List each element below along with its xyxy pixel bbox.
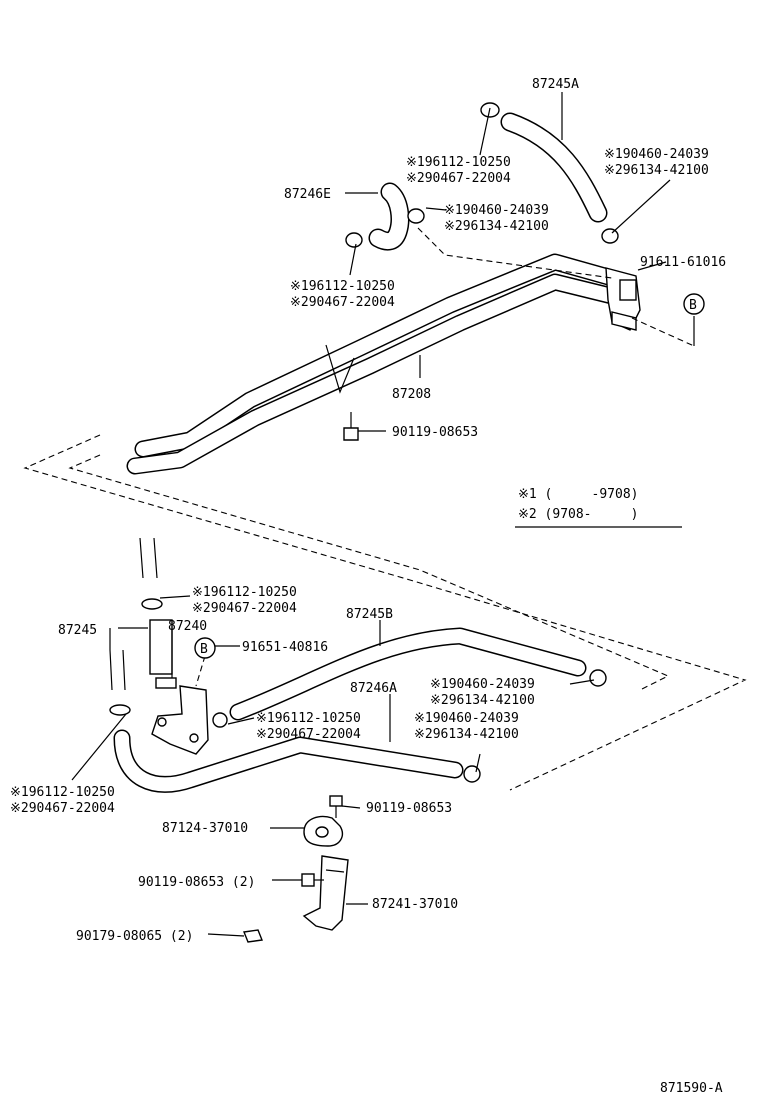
clamp-87245 — [109, 704, 131, 716]
label-90119-top: 90119-08653 — [392, 425, 478, 440]
callout-b-lower-circle — [194, 637, 216, 659]
legend-line-1: ※1 ( -9708) — [518, 487, 638, 502]
label-ref-d2: ※290467-22004 — [290, 295, 395, 310]
label-ref-f2: ※296134-42100 — [430, 693, 535, 708]
bracket-87241 — [302, 855, 349, 931]
label-ref-h1: ※190460-24039 — [414, 711, 519, 726]
dashed-hose-link-top — [417, 227, 613, 279]
hose-87245A — [500, 112, 608, 223]
label-ref-b1: ※190460-24039 — [604, 147, 709, 162]
clamp-87246E-top — [407, 208, 425, 224]
bracket-cap — [155, 677, 177, 689]
label-87241: 87241-37010 — [372, 897, 458, 912]
label-87245: 87245 — [58, 623, 97, 638]
label-ref-c1: ※190460-24039 — [444, 203, 549, 218]
label-ref-h2: ※296134-42100 — [414, 727, 519, 742]
label-90119-pair: 90119-08653 (2) — [138, 875, 255, 890]
clamp-87245A-bottom — [601, 228, 619, 244]
label-87208: 87208 — [392, 387, 431, 402]
clamp-hose-stub — [141, 598, 163, 610]
label-ref-b2: ※296134-42100 — [604, 163, 709, 178]
clamp-87245B-left — [212, 712, 228, 728]
dashed-callout-b-top — [631, 317, 695, 347]
bolt-90119-top — [343, 412, 359, 441]
label-ref-d1: ※196112-10250 — [290, 279, 395, 294]
label-87124: 87124-37010 — [162, 821, 248, 836]
clamp-87124 — [303, 815, 344, 847]
clamp-87245B-right — [589, 669, 607, 687]
label-87246A: 87246A — [350, 681, 397, 696]
label-ref-i2: ※290467-22004 — [10, 801, 115, 816]
label-ref-i1: ※196112-10250 — [10, 785, 115, 800]
pipe-lower-main — [113, 729, 464, 793]
pipe-bracket-right — [605, 267, 641, 331]
dashed-boundary-inner — [68, 454, 670, 691]
label-91651: 91651-40816 — [242, 640, 328, 655]
label-ref-g1: ※196112-10250 — [256, 711, 361, 726]
label-ref-e2: ※290467-22004 — [192, 601, 297, 616]
label-ref-a1: ※196112-10250 — [406, 155, 511, 170]
callout-b-top-label: B — [689, 298, 697, 313]
label-ref-g2: ※290467-22004 — [256, 727, 361, 742]
pipe-87208 — [126, 253, 621, 475]
hose-stub-upper — [139, 537, 158, 579]
label-87245B: 87245B — [346, 607, 393, 622]
dashed-boundary-upper — [23, 434, 747, 791]
label-91611: 91611-61016 — [640, 255, 726, 270]
callout-b-top-circle — [683, 293, 705, 315]
bracket-lower-left — [151, 685, 209, 755]
label-ref-a2: ※290467-22004 — [406, 171, 511, 186]
label-90179: 90179-08065 (2) — [76, 929, 193, 944]
callout-b-lower-label: B — [200, 642, 208, 657]
label-ref-f1: ※190460-24039 — [430, 677, 535, 692]
hose-87246E — [368, 182, 410, 251]
hose-87245-stub — [109, 649, 126, 691]
label-ref-e1: ※196112-10250 — [192, 585, 297, 600]
label-87246E: 87246E — [284, 187, 331, 202]
clamp-87246E-bottom — [345, 232, 363, 248]
label-ref-c2: ※296134-42100 — [444, 219, 549, 234]
hose-87245B — [229, 627, 587, 721]
clamp-87246A — [463, 765, 481, 783]
nut-90179 — [243, 929, 263, 943]
label-90119-mid: 90119-08653 — [366, 801, 452, 816]
legend-line-2: ※2 (9708- ) — [518, 507, 638, 522]
leader-lines-lower — [71, 595, 595, 937]
leader-lines-top — [345, 92, 695, 432]
label-87240: 87240 — [168, 619, 207, 634]
label-87245A: 87245A — [532, 77, 579, 92]
bolt-90119-mid — [329, 795, 343, 818]
dashed-callout-b-lower — [195, 655, 206, 687]
diagram-code: 871590-A — [660, 1081, 723, 1096]
